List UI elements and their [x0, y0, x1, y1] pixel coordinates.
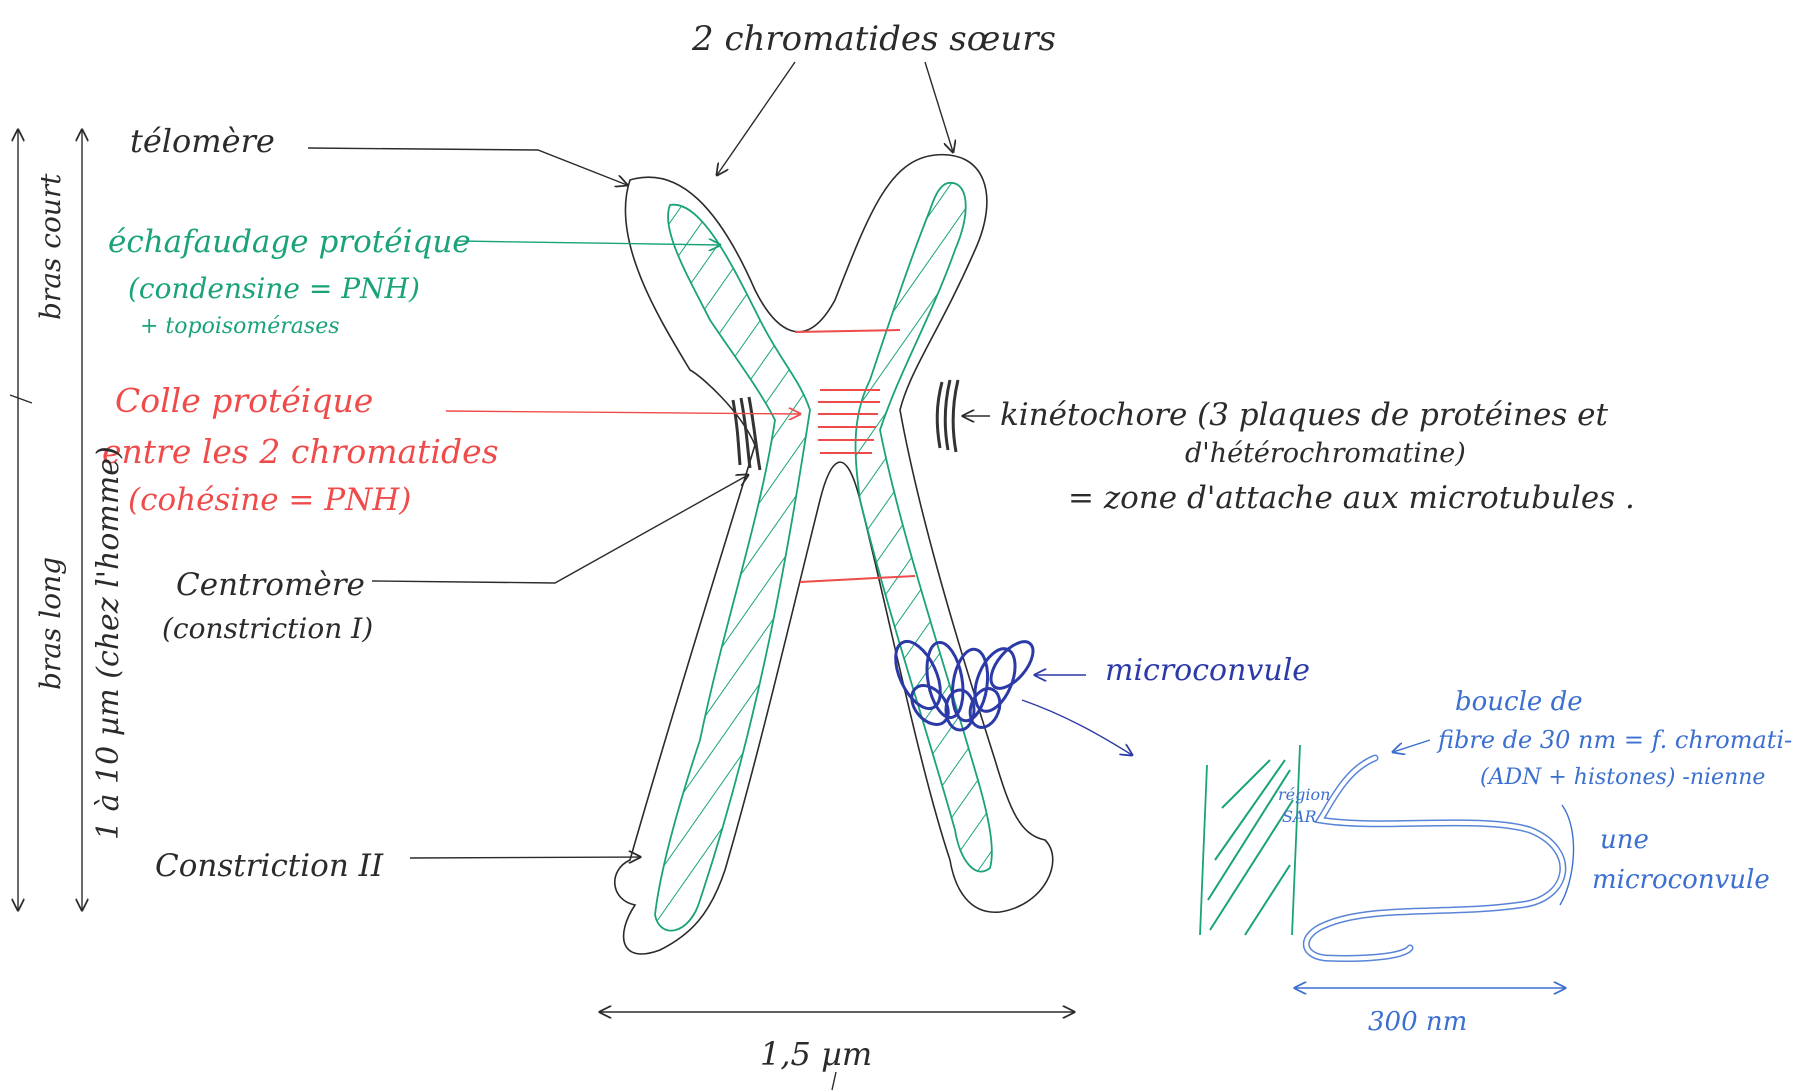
glue-label-1: Colle protéique	[115, 381, 373, 420]
one-microconvule-label-2: microconvule	[1592, 865, 1770, 895]
scale-300-label: 300 nm	[1368, 1007, 1467, 1037]
constriction2-leader	[410, 857, 640, 858]
kinetochore-label-1: kinétochore (3 plaques de protéines et	[1000, 397, 1608, 433]
scaffold-label-1: échafaudage protéique	[108, 224, 471, 260]
scaffold-label-2: (condensine = PNH)	[128, 272, 420, 305]
centromere-leader	[372, 475, 748, 583]
kinetochore-left	[733, 397, 760, 470]
microconvolute-label: microconvule	[1105, 653, 1310, 688]
kinetochore-right	[937, 380, 958, 452]
width-label: 1,5 µm	[760, 1035, 872, 1073]
glue-label-2: entre les 2 chromatides	[102, 432, 499, 471]
loop-label-3: (ADN + histones) -nienne	[1480, 765, 1765, 790]
sister-chromatids-label: 2 chromatides sœurs	[691, 19, 1056, 59]
length-label: 1 à 10 µm (chez l'homme)	[91, 446, 126, 840]
kinetochore-label-2: d'hétérochromatine)	[1185, 438, 1466, 469]
centromere-label-1: Centromère	[176, 567, 365, 603]
telomere-label: télomère	[130, 122, 275, 160]
telomere-leader	[308, 148, 627, 185]
scaffold-label-3: + topoisomérases	[140, 314, 340, 339]
zoom-arrow	[1022, 700, 1132, 755]
loop-label-1: boucle de	[1455, 687, 1583, 717]
short-arm-label: bras court	[34, 173, 67, 320]
loop-label-2: fibre de 30 nm = f. chromati-	[1436, 726, 1792, 754]
kinetochore-label-3: = zone d'attache aux microtubules .	[1068, 480, 1635, 516]
loop-leader	[1393, 740, 1430, 752]
centromere-label-2: (constriction I)	[162, 612, 373, 645]
one-microconvule-label-1: une	[1600, 825, 1649, 855]
glue-label-3: (cohésine = PNH)	[128, 482, 411, 518]
constriction2-label: Constriction II	[155, 848, 384, 884]
long-arm-label: bras long	[34, 557, 67, 690]
glue-leader	[446, 411, 800, 414]
sister-arrow-right	[925, 62, 953, 152]
width-tick	[832, 1072, 836, 1090]
sister-arrow-left	[717, 62, 795, 175]
left-chromatid-scaffold	[655, 205, 810, 931]
arm-divider-mark	[10, 395, 32, 403]
sar-label-1: région	[1278, 785, 1330, 804]
sar-label-2: SAR	[1282, 807, 1317, 826]
inset-scaffold	[1200, 745, 1300, 935]
